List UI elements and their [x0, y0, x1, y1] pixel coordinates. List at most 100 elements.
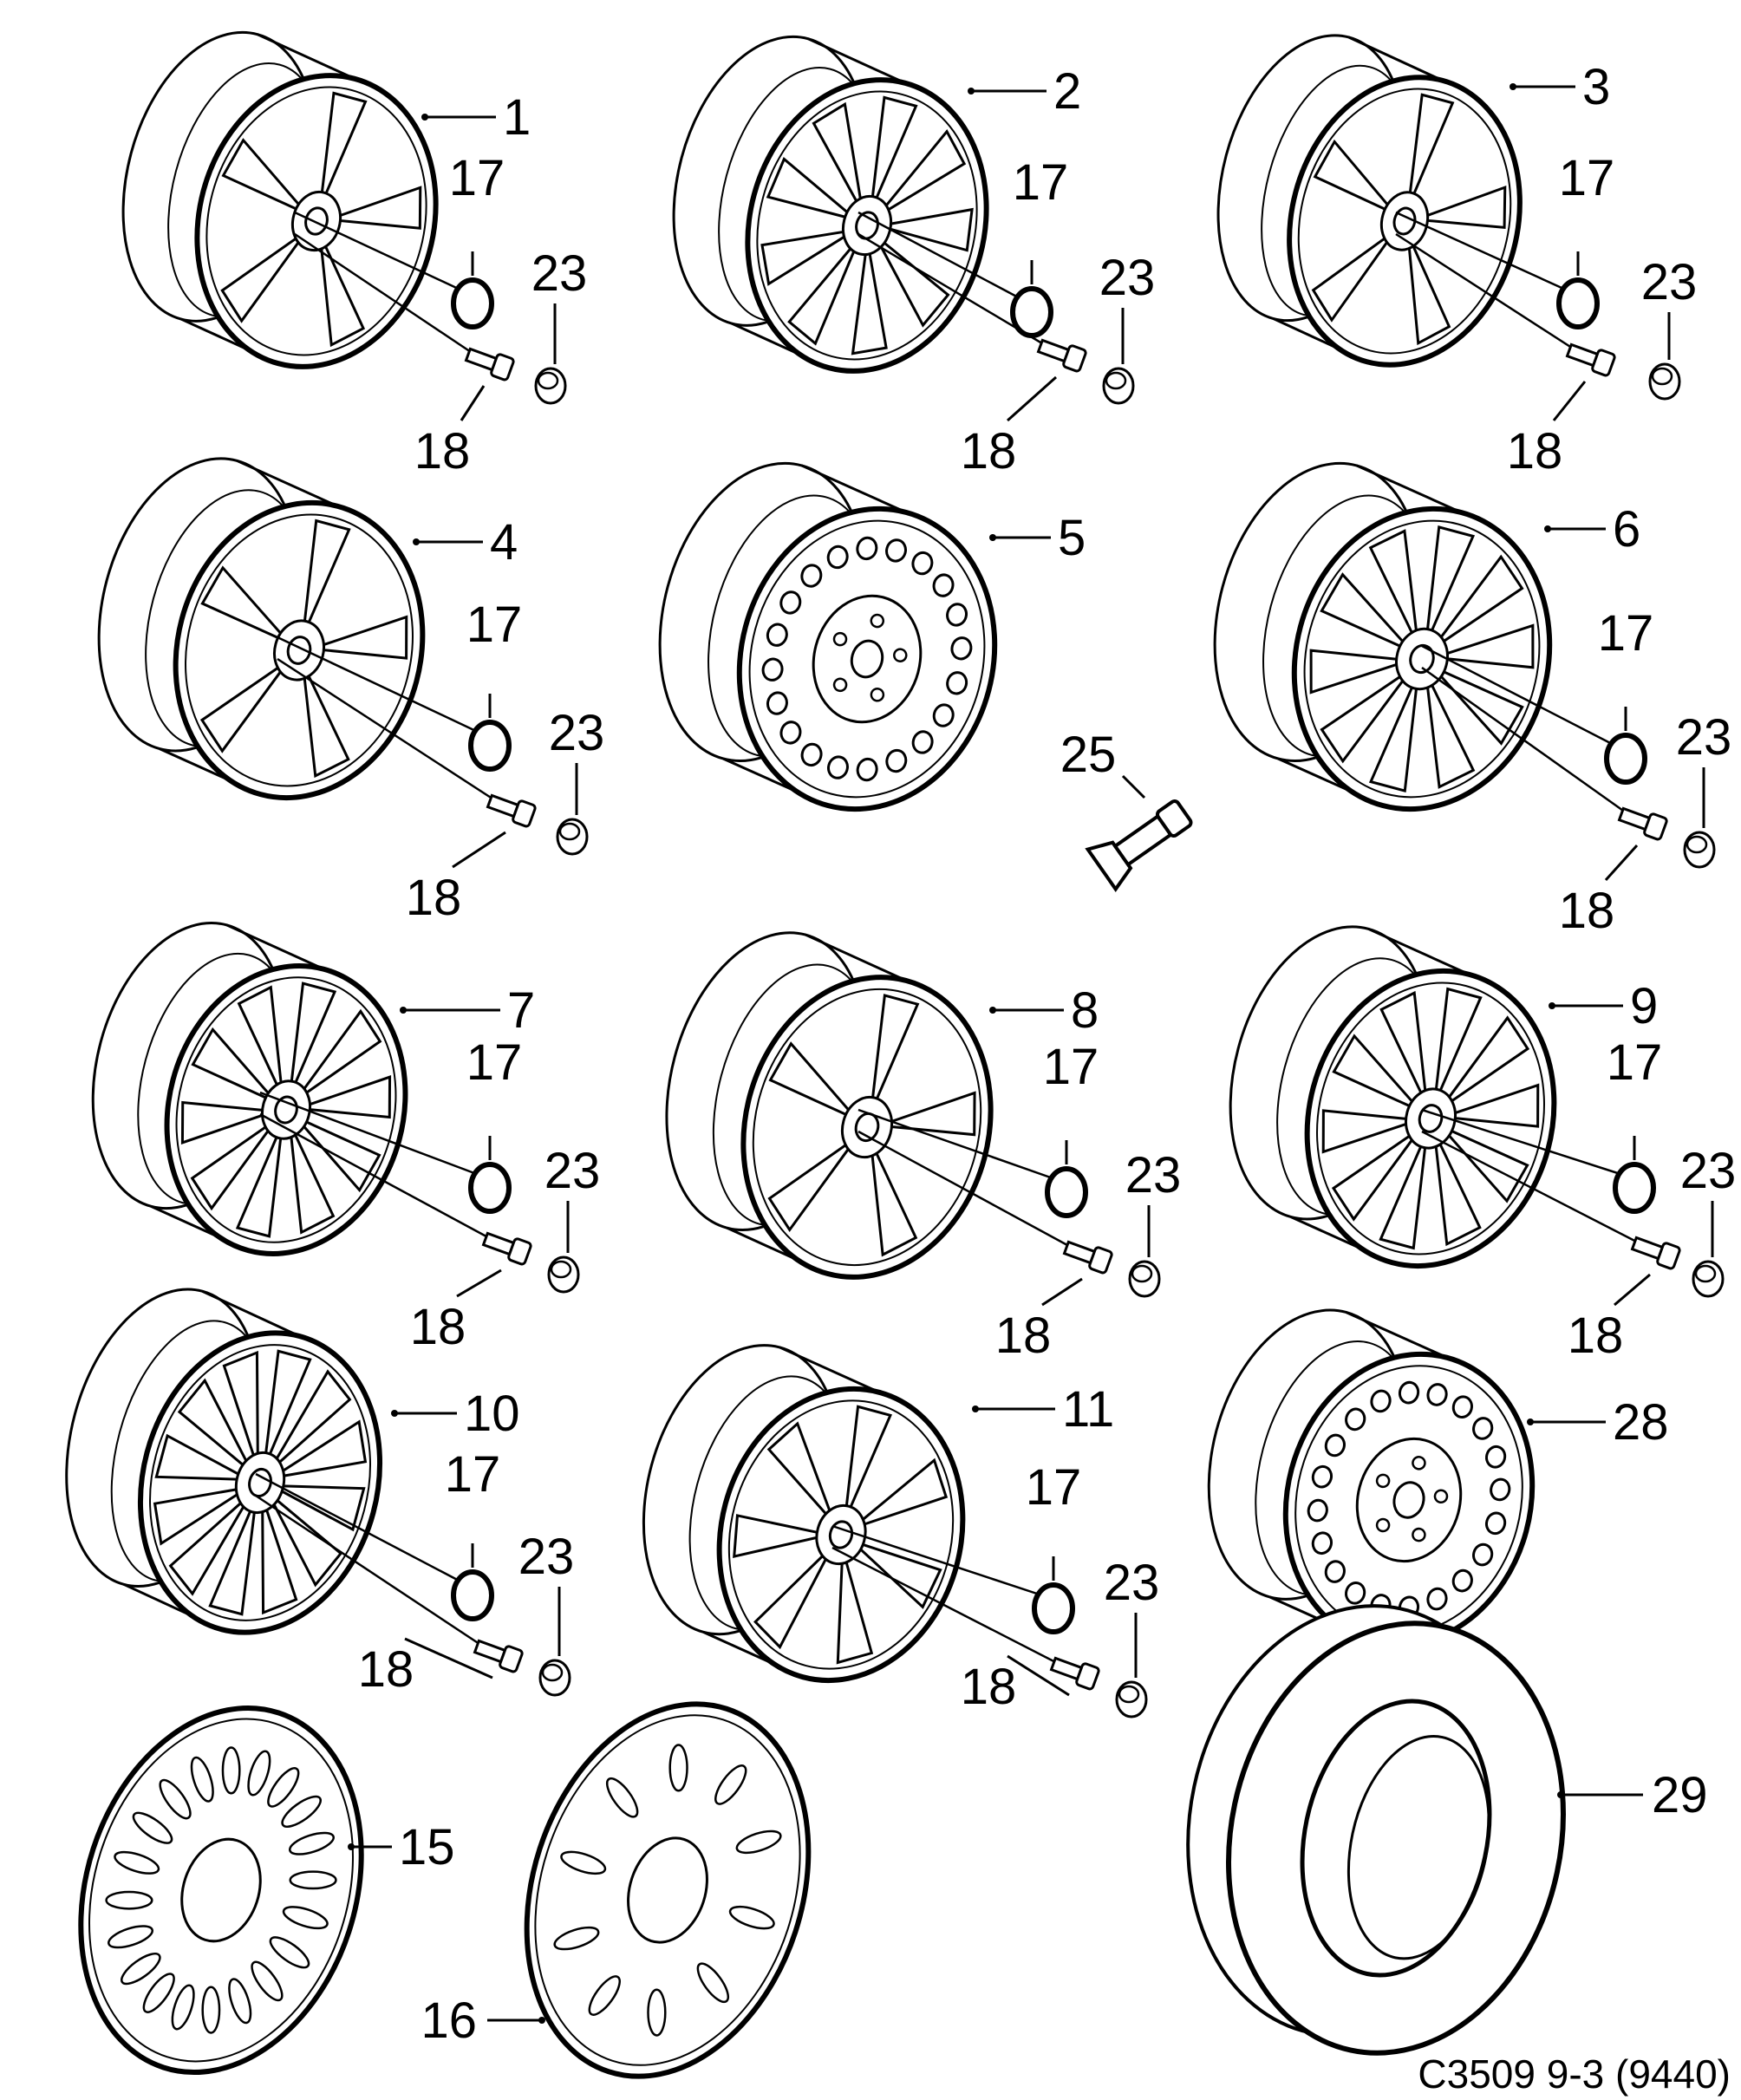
hubcap-15-slot: [132, 1811, 173, 1844]
hardware-layer: [255, 211, 1725, 1718]
hardware-set-4-ring-label: 17: [466, 597, 523, 653]
wheel-28-vent-hole: [1426, 1383, 1448, 1406]
hardware-set-6-cap: [547, 1255, 580, 1294]
hardware-set-3-ring-label: 17: [1559, 150, 1615, 206]
hardware-set-2-bolt-label: 18: [961, 423, 1017, 479]
valve-25-cap: [1155, 799, 1193, 838]
hardware-set-6-cap-top: [550, 1260, 572, 1279]
wheel-8-leader-dot: [989, 1007, 996, 1014]
wheel-28: [1207, 1308, 1536, 1649]
wheel-5-vent-hole: [800, 564, 823, 588]
hardware-set-5-bolt-label: 18: [1559, 883, 1615, 939]
wheel-6-barrel-top: [1356, 464, 1462, 514]
hardware-set-1-cap: [534, 367, 567, 405]
hubcap-16-label: 16: [421, 1992, 477, 2049]
hardware-set-8-bolt-head: [1656, 1242, 1681, 1270]
hardware-set-4-ring: [468, 720, 512, 772]
hardware-set-6-bolt-shank: [481, 1231, 516, 1256]
hardware-set-1-ring-label: 17: [449, 150, 505, 206]
wheel-1: [121, 30, 439, 369]
wheel-28-vent-hole: [1370, 1389, 1392, 1413]
hardware-set-6-ring: [468, 1162, 512, 1214]
wheel-5-centre-disc: [812, 594, 923, 724]
hubcap-15-centre: [180, 1837, 262, 1943]
hardware-set-7-ring-label: 17: [1043, 1039, 1099, 1095]
hardware-set-10-ring: [1032, 1582, 1075, 1634]
wheel-28-vent-hole: [1311, 1531, 1333, 1555]
wheel-28-vent-hole: [1490, 1477, 1511, 1502]
hardware-set-8-bolt-leader: [1614, 1273, 1651, 1307]
hardware-set-5-bolt-head: [1643, 812, 1668, 841]
wheel-5-vent-hole: [856, 536, 878, 561]
wheel-28-vent-hole: [1426, 1587, 1448, 1611]
hardware-set-10-bolt-label: 18: [961, 1659, 1017, 1715]
hardware-set-2-axis-1: [857, 211, 1024, 302]
hubcap-16-slot: [560, 1850, 607, 1875]
wheel-7-rim-inner: [175, 976, 397, 1243]
hardware-set-1-bolt-shank: [464, 347, 499, 372]
wheel-28-vent-hole: [1484, 1511, 1507, 1536]
hardware-set-4-bolt-leader: [452, 831, 506, 869]
hardware-set-6-bolt-label: 18: [410, 1299, 466, 1355]
hubcap-15-slot: [142, 1973, 175, 2013]
hardware-set-3-bolt-shank: [1565, 342, 1600, 368]
hubcap-15-slot: [289, 1870, 337, 1890]
hardware-set-10-cap-label: 23: [1104, 1555, 1160, 1611]
hardware-set-1-bolt-head: [490, 353, 515, 382]
wheel-28-label: 28: [1613, 1394, 1669, 1451]
wheel-28-bolt-hole: [1375, 1517, 1391, 1533]
hardware-set-2-cap-label: 23: [1099, 250, 1156, 306]
wheel-9: [1229, 925, 1557, 1269]
wheel-6-label: 6: [1613, 501, 1640, 558]
wheel-5-bolt-hole: [832, 677, 848, 693]
hardware-set-6-bolt: [481, 1231, 532, 1266]
wheel-6-centre-bore: [1409, 643, 1435, 675]
hardware-set-9-cap-top: [541, 1663, 564, 1682]
wheel-5-vent-hole: [800, 742, 823, 767]
hardware-set-9-axis-2: [255, 1494, 488, 1651]
hubcap-15-slot: [269, 1936, 310, 1969]
hardware-set-10-cap: [1115, 1680, 1148, 1718]
hubcap-15-slot: [281, 1795, 322, 1829]
hardware-set-3-bolt-leader: [1552, 381, 1587, 421]
hubcap-16-slot: [605, 1777, 639, 1818]
wheel-5-barrel-top: [801, 464, 907, 514]
valve-25-leader: [1121, 774, 1146, 799]
wheel-28-vent-hole: [1451, 1568, 1473, 1593]
hardware-set-4-bolt-label: 18: [406, 870, 462, 926]
wheel-7-barrel-top: [225, 923, 325, 971]
hardware-set-2-cap: [1102, 367, 1135, 405]
hardware-set-1-bolt: [464, 347, 515, 382]
wheel-7-leader-dot: [400, 1007, 407, 1014]
hardware-set-4-cap-label: 23: [549, 705, 605, 761]
hardware-set-8-ring-label: 17: [1607, 1034, 1663, 1091]
wheel-5-centre-bore: [850, 639, 884, 679]
hardware-set-2-bolt-head: [1062, 344, 1087, 373]
wheel-4-leader-dot: [413, 538, 420, 545]
hardware-set-8-cap-label: 23: [1680, 1143, 1737, 1199]
hubcap-15-slot: [171, 1984, 195, 2031]
wheel-7-label: 7: [507, 982, 535, 1039]
wheel-3-leader-dot: [1510, 83, 1516, 90]
hardware-set-1-ring: [451, 277, 494, 329]
hardware-set-10-bolt-head: [1075, 1662, 1100, 1691]
hardware-set-1-bolt-label: 18: [414, 423, 471, 479]
wheel-5-vent-hole: [761, 657, 784, 682]
hardware-set-3-cap: [1648, 362, 1681, 401]
wheel-5-vent-hole: [946, 671, 968, 695]
hardware-set-6-bolt-head: [507, 1237, 532, 1266]
wheel-28-centre-bore: [1392, 1481, 1425, 1519]
wheel-8: [665, 931, 994, 1280]
hubcap-15-leader-dot: [348, 1843, 355, 1850]
wheel-6: [1213, 461, 1553, 812]
wheel-3-barrel-top: [1348, 36, 1444, 82]
tyre-29-label: 29: [1652, 1767, 1708, 1823]
wheel-1-label: 1: [503, 89, 531, 146]
wheel-5-bolt-hole: [832, 631, 848, 647]
hardware-set-7-bolt: [1062, 1240, 1113, 1275]
wheel-5-vent-hole: [885, 538, 907, 563]
wheel-28-vent-hole: [1324, 1560, 1346, 1583]
wheel-9-label: 9: [1630, 978, 1658, 1034]
hardware-set-2-bolt: [1036, 338, 1087, 373]
